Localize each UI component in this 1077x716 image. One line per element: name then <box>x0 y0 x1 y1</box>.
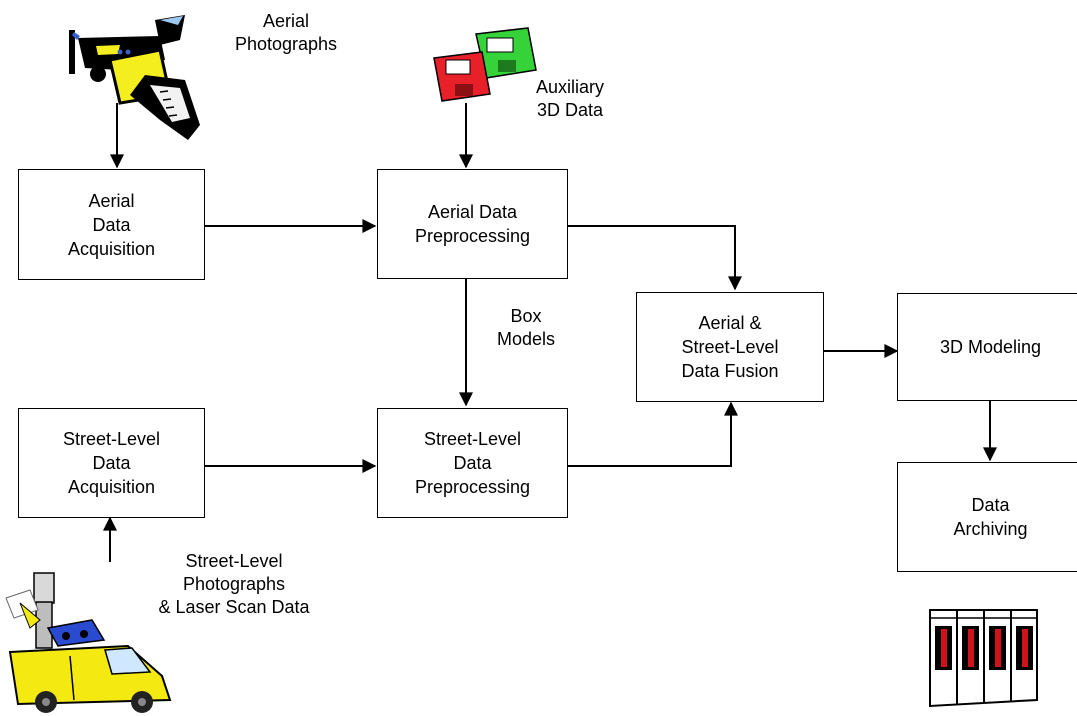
survey-van-icon <box>5 572 172 713</box>
box-line: Aerial & <box>698 313 762 333</box>
label-line: Photographs <box>234 34 338 54</box>
data-archiving-box: Data Archiving <box>897 462 1077 572</box>
floppy-disks-icon <box>433 27 537 102</box>
arrow-aerial-preprocessing-to-fusion <box>568 225 742 291</box>
aerial-data-preprocessing-box: Aerial Data Preprocessing <box>377 169 568 279</box>
box-line: Aerial Data <box>427 202 518 222</box>
box-line: Aerial <box>88 190 135 211</box>
label-line: & Laser Scan Data <box>158 597 310 617</box>
box-line: Preprocessing <box>414 226 531 246</box>
box-line: Data <box>971 495 1010 515</box>
box-line: Street-Level <box>423 429 522 449</box>
box-line: Data Fusion <box>681 361 779 381</box>
box-line: Data <box>453 453 492 473</box>
box-line: Acquisition <box>67 477 156 497</box>
box-line: Preprocessing <box>414 477 531 497</box>
server-rack-icon <box>929 609 1038 708</box>
label-line: Photographs <box>182 574 286 594</box>
street-level-photographs-label: Street-Level Photographs & Laser Scan Da… <box>141 550 327 619</box>
box-line: Data <box>92 214 131 235</box>
label-line: 3D Data <box>536 100 604 120</box>
label-line: Auxiliary <box>535 77 605 97</box>
arrow-street-preprocessing-to-fusion <box>568 401 738 467</box>
3d-modeling-box: 3D Modeling <box>897 293 1077 401</box>
box-line: Street-Level <box>62 429 161 449</box>
airplane-icon <box>69 15 200 140</box>
street-level-data-preprocessing-box: Street-Level Data Preprocessing <box>377 408 568 518</box>
box-line: Data <box>92 453 131 473</box>
box-line: 3D Modeling <box>939 337 1042 357</box>
box-models-label: Box Models <box>478 305 574 351</box>
box-line: Street-Level <box>681 337 779 357</box>
data-fusion-box: Aerial & Street-Level Data Fusion <box>636 292 824 402</box>
box-line: Archiving <box>953 519 1028 539</box>
box-line: Acquisition <box>67 238 156 259</box>
label-line: Street-Level <box>185 551 283 571</box>
aerial-photographs-label: Aerial Photographs <box>222 10 350 56</box>
label-line: Aerial <box>262 11 310 31</box>
auxiliary-3d-data-label: Auxiliary 3D Data <box>514 76 626 122</box>
label-line: Models <box>496 329 556 349</box>
aerial-data-acquisition-box: Aerial Data Acquisition <box>18 169 205 280</box>
label-line: Box <box>510 306 542 326</box>
street-level-data-acquisition-box: Street-Level Data Acquisition <box>18 408 205 518</box>
